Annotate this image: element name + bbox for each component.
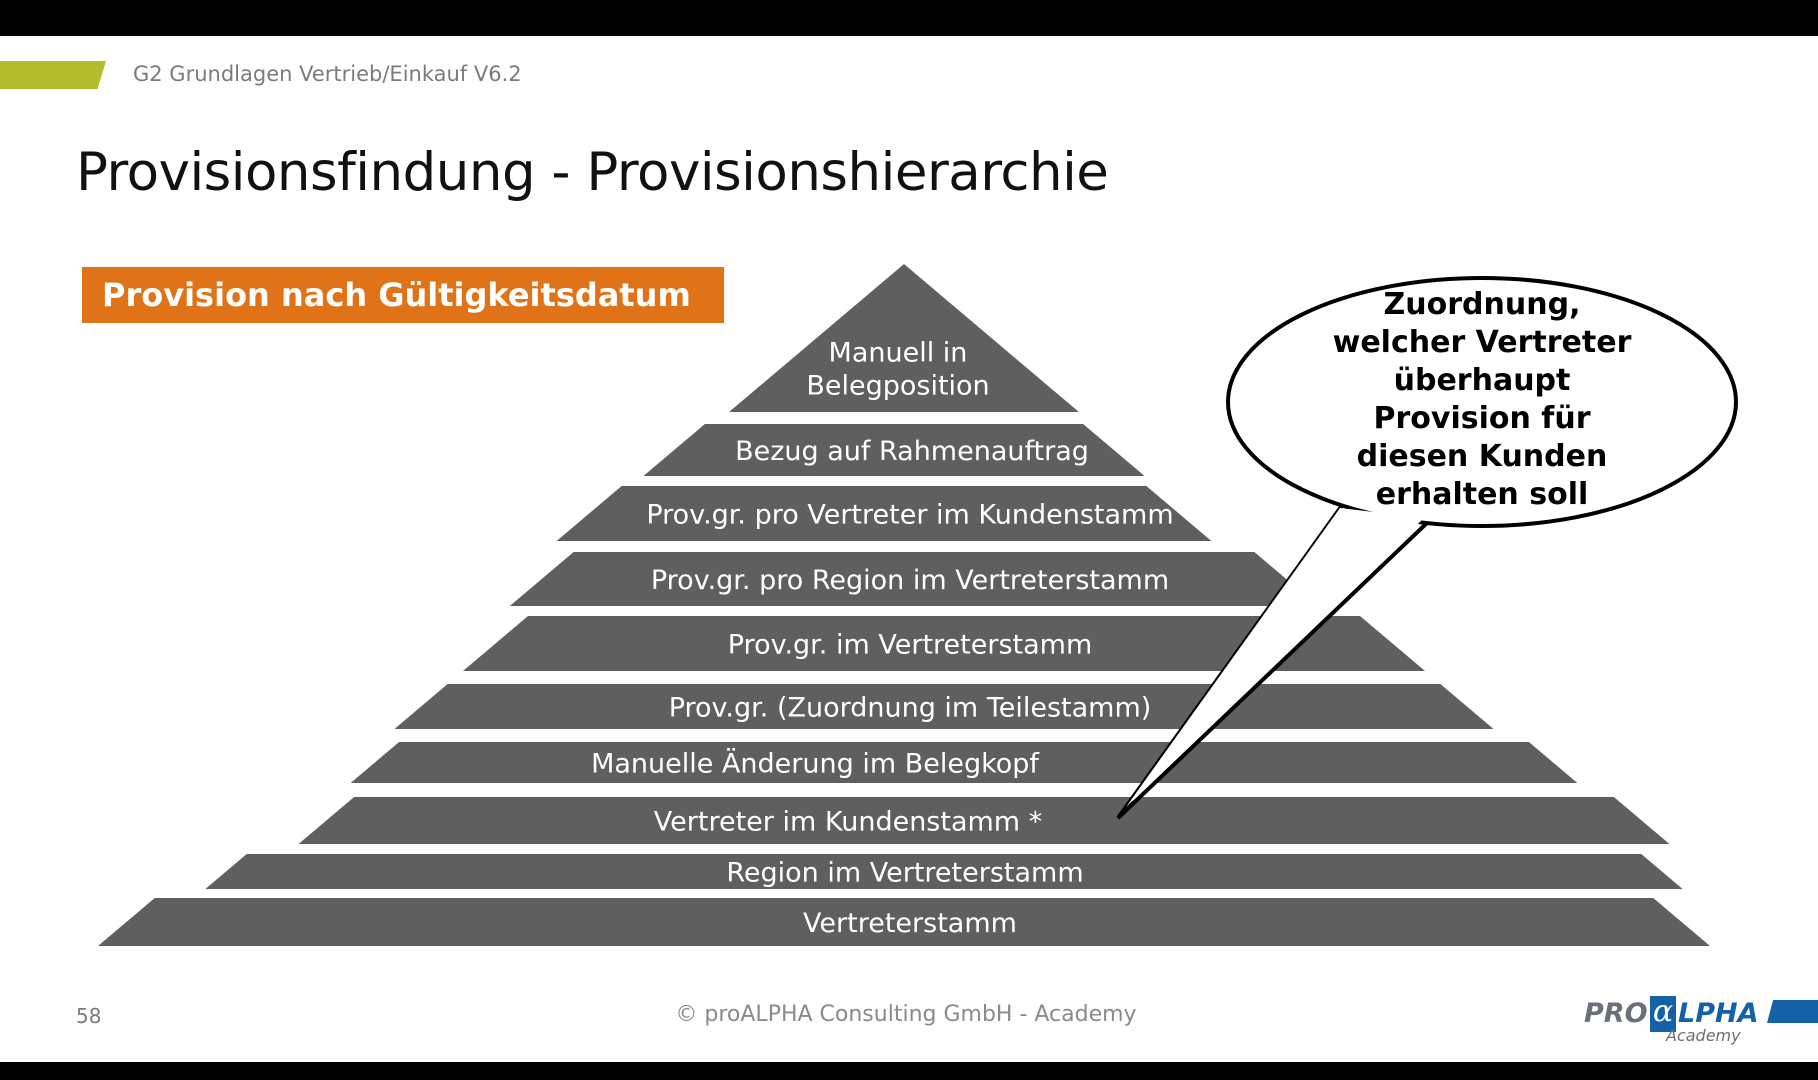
pyramid-layer-label-line: Manuelle Änderung im Belegkopf: [591, 748, 1040, 780]
pyramid-layer-9: [205, 854, 1683, 889]
pyramid-layer-label-4: Prov.gr. pro Region im Vertreterstamm: [651, 565, 1169, 596]
pyramid-layer-label-5: Prov.gr. im Vertreterstamm: [728, 630, 1093, 661]
header-text: G2 Grundlagen Vertrieb/Einkauf V6.2: [133, 62, 522, 86]
speech-bubble-text-line: Provision für: [1374, 401, 1591, 436]
pyramid-layer-1: [729, 264, 1079, 412]
logo-pro-text: PRO: [1584, 998, 1648, 1029]
header-accent-bar: [0, 61, 106, 89]
logo-lpha-text: LPHA: [1678, 998, 1759, 1029]
footer-copyright-text: © proALPHA Consulting GmbH - Academy: [675, 1002, 1137, 1027]
pyramid-layer-label-line: Region im Vertreterstamm: [726, 858, 1083, 889]
footer-copyright: © proALPHA Consulting GmbH - Academy: [0, 1002, 1818, 1027]
speech-bubble-text-line: Zuordnung,: [1384, 287, 1581, 322]
proalpha-logo: PRO α LPHA Academy: [1584, 996, 1818, 1046]
speech-bubble-tail-cover: [1126, 508, 1424, 807]
bottom-black-bar: [0, 1062, 1818, 1080]
pyramid-layer-label-line: Bezug auf Rahmenauftrag: [735, 436, 1089, 467]
pyramid-layer-label-2: Bezug auf Rahmenauftrag: [735, 436, 1089, 467]
speech-bubble-text-line: überhaupt: [1394, 363, 1571, 398]
pyramid-layer-label-line: Vertreter im Kundenstamm *: [654, 807, 1042, 838]
speech-bubble-text-line: erhalten soll: [1376, 477, 1589, 512]
pyramid-layer-label-line: Prov.gr. pro Region im Vertreterstamm: [651, 565, 1169, 596]
speech-bubble-text-line: welcher Vertreter: [1333, 325, 1632, 360]
page-title: Provisionsfindung - Provisionshierarchie: [76, 142, 1109, 203]
page-number: 58: [76, 1004, 102, 1028]
pyramid-layer-label-line: Belegposition: [806, 371, 989, 402]
pyramid-layer-label-10: Vertreterstamm: [803, 908, 1017, 939]
pyramid-layer-label-line: Prov.gr. pro Vertreter im Kundenstamm: [646, 500, 1173, 531]
pyramid-layer-label-line: Prov.gr. im Vertreterstamm: [728, 630, 1093, 661]
pyramid-layer-label-8: Vertreter im Kundenstamm *: [654, 807, 1042, 838]
logo-alpha-glyph: α: [1650, 996, 1676, 1032]
logo-academy-text: Academy: [1666, 1026, 1741, 1045]
pyramid-layer-10: [98, 898, 1710, 946]
pyramid-layer-label-3: Prov.gr. pro Vertreter im Kundenstamm: [646, 500, 1173, 531]
pyramid-layer-4: [509, 552, 1319, 606]
pyramid-layer-label-6: Prov.gr. (Zuordnung im Teilestamm): [669, 693, 1152, 724]
pyramid-layer-label-line: Prov.gr. (Zuordnung im Teilestamm): [669, 693, 1152, 724]
slide: G2 Grundlagen Vertrieb/Einkauf V6.2 Prov…: [0, 36, 1818, 1062]
validity-date-banner: Provision nach Gültigkeitsdatum: [82, 267, 724, 323]
pyramid-layer-label-7: Manuelle Änderung im Belegkopf: [591, 748, 1040, 780]
speech-bubble-text-line: diesen Kunden: [1357, 439, 1608, 474]
logo-blue-stripe: [1767, 1000, 1818, 1023]
pyramid-layer-2: [643, 424, 1145, 476]
pyramid-layer-8: [298, 797, 1670, 844]
pyramid-layer-label-9: Region im Vertreterstamm: [726, 858, 1083, 889]
pyramid-layer-3: [556, 486, 1212, 541]
pyramid-layer-label-line: Manuell in: [829, 338, 968, 369]
pyramid-layer-label-line: Vertreterstamm: [803, 908, 1017, 939]
speech-bubble-ellipse: [1226, 276, 1738, 528]
pyramid-layer-5: [463, 616, 1425, 671]
pyramid-layer-7: [350, 742, 1578, 783]
